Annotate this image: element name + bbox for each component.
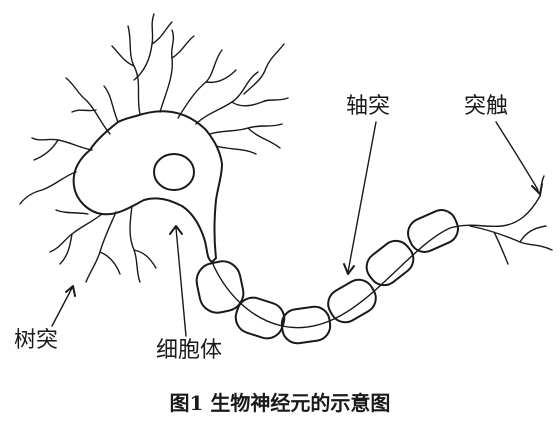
pointer-cell-body	[169, 225, 187, 337]
label-synapse: 突触	[464, 94, 509, 119]
myelin-sheath	[195, 209, 459, 345]
dendrites-lower	[49, 205, 157, 283]
dendrites-left	[19, 77, 119, 205]
figure-caption: 图1 生物神经元的示意图	[169, 391, 391, 415]
axon-shaft	[211, 195, 541, 329]
axon-terminals	[469, 175, 553, 265]
pointer-dendrite	[51, 285, 76, 327]
pointer-synapse	[495, 121, 543, 195]
label-axon: 轴突	[346, 94, 391, 119]
nucleus	[153, 153, 195, 191]
pointer-axon	[343, 121, 377, 275]
label-dendrite: 树突	[14, 328, 59, 353]
cell-body	[72, 110, 223, 263]
dendrites-upper	[111, 13, 289, 155]
label-cell-body: 细胞体	[156, 338, 223, 363]
